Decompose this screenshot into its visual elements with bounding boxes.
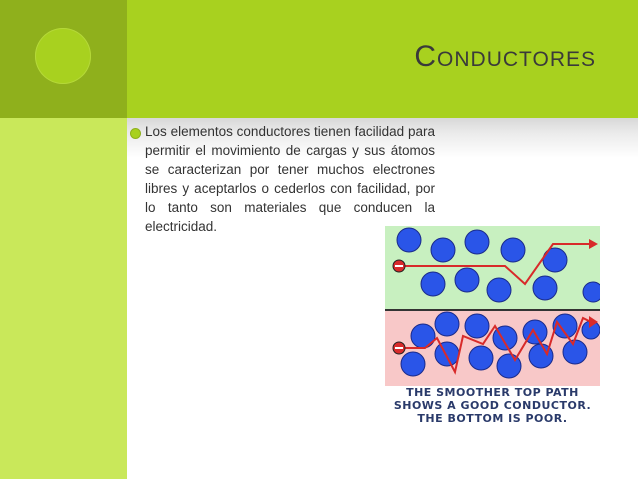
page-title: Conductores [414, 40, 596, 73]
caption-line: THE BOTTOM IS POOR. [417, 412, 568, 425]
title-divider-shadow [127, 118, 638, 158]
conductor-diagram-svg [385, 226, 604, 386]
caption-line: SHOWS A GOOD CONDUCTOR. [393, 399, 592, 412]
bottom-atoms [400, 311, 601, 379]
body-paragraph: Los elementos conductores tienen facilid… [145, 124, 435, 234]
top-atoms [396, 227, 604, 303]
poor-path-arrow-icon [589, 316, 598, 328]
decorative-circle [35, 28, 91, 84]
conductor-illustration: THE SMOOTHER TOP PATH SHOWS A GOOD CONDU… [385, 226, 604, 452]
good-path-arrow-icon [589, 239, 598, 249]
bullet-icon [130, 128, 141, 139]
illustration-caption: THE SMOOTHER TOP PATH SHOWS A GOOD CONDU… [385, 386, 600, 425]
title-band: Conductores [127, 0, 638, 118]
caption-line: THE SMOOTHER TOP PATH [406, 386, 579, 399]
sidebar-header-block [0, 0, 127, 118]
poor-path [403, 316, 592, 375]
good-path [403, 243, 589, 286]
